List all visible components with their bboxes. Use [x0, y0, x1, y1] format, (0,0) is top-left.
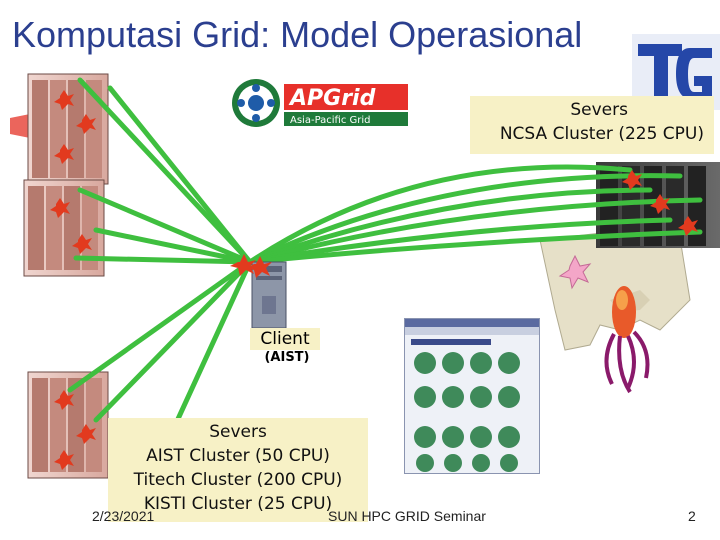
footer-title: SUN HPC GRID Seminar	[328, 508, 486, 524]
page-number: 2	[688, 508, 696, 524]
ncsa-servers-label: Severs NCSA Cluster (225 CPU)	[470, 96, 714, 154]
server-rack-group-top	[28, 74, 108, 184]
apgrid-logo: APGrid Asia-Pacific Grid	[228, 74, 410, 132]
slide-title: Komputasi Grid: Model Operasional	[12, 14, 582, 56]
forecast-webpage-screenshot	[404, 318, 540, 474]
aist-cluster-text: AIST Cluster (50 CPU)	[108, 444, 368, 468]
aist-severs-text: Severs	[108, 420, 368, 444]
client-sublabel: (AIST)	[252, 350, 322, 366]
footer-date: 2/23/2021	[92, 508, 154, 524]
titech-cluster-text: Titech Cluster (200 CPU)	[108, 468, 368, 492]
aist-servers-label: Severs AIST Cluster (50 CPU) Titech Clus…	[108, 418, 368, 522]
client-label: Client	[250, 328, 320, 350]
svg-text:Asia-Pacific Grid: Asia-Pacific Grid	[290, 115, 371, 126]
forecast-maps-image	[405, 319, 539, 473]
svg-text:APGrid: APGrid	[288, 86, 376, 111]
ncsa-severs-text: Severs	[470, 98, 704, 122]
ncsa-cluster-text: NCSA Cluster (225 CPU)	[470, 122, 704, 146]
world-map-shape	[540, 232, 690, 350]
